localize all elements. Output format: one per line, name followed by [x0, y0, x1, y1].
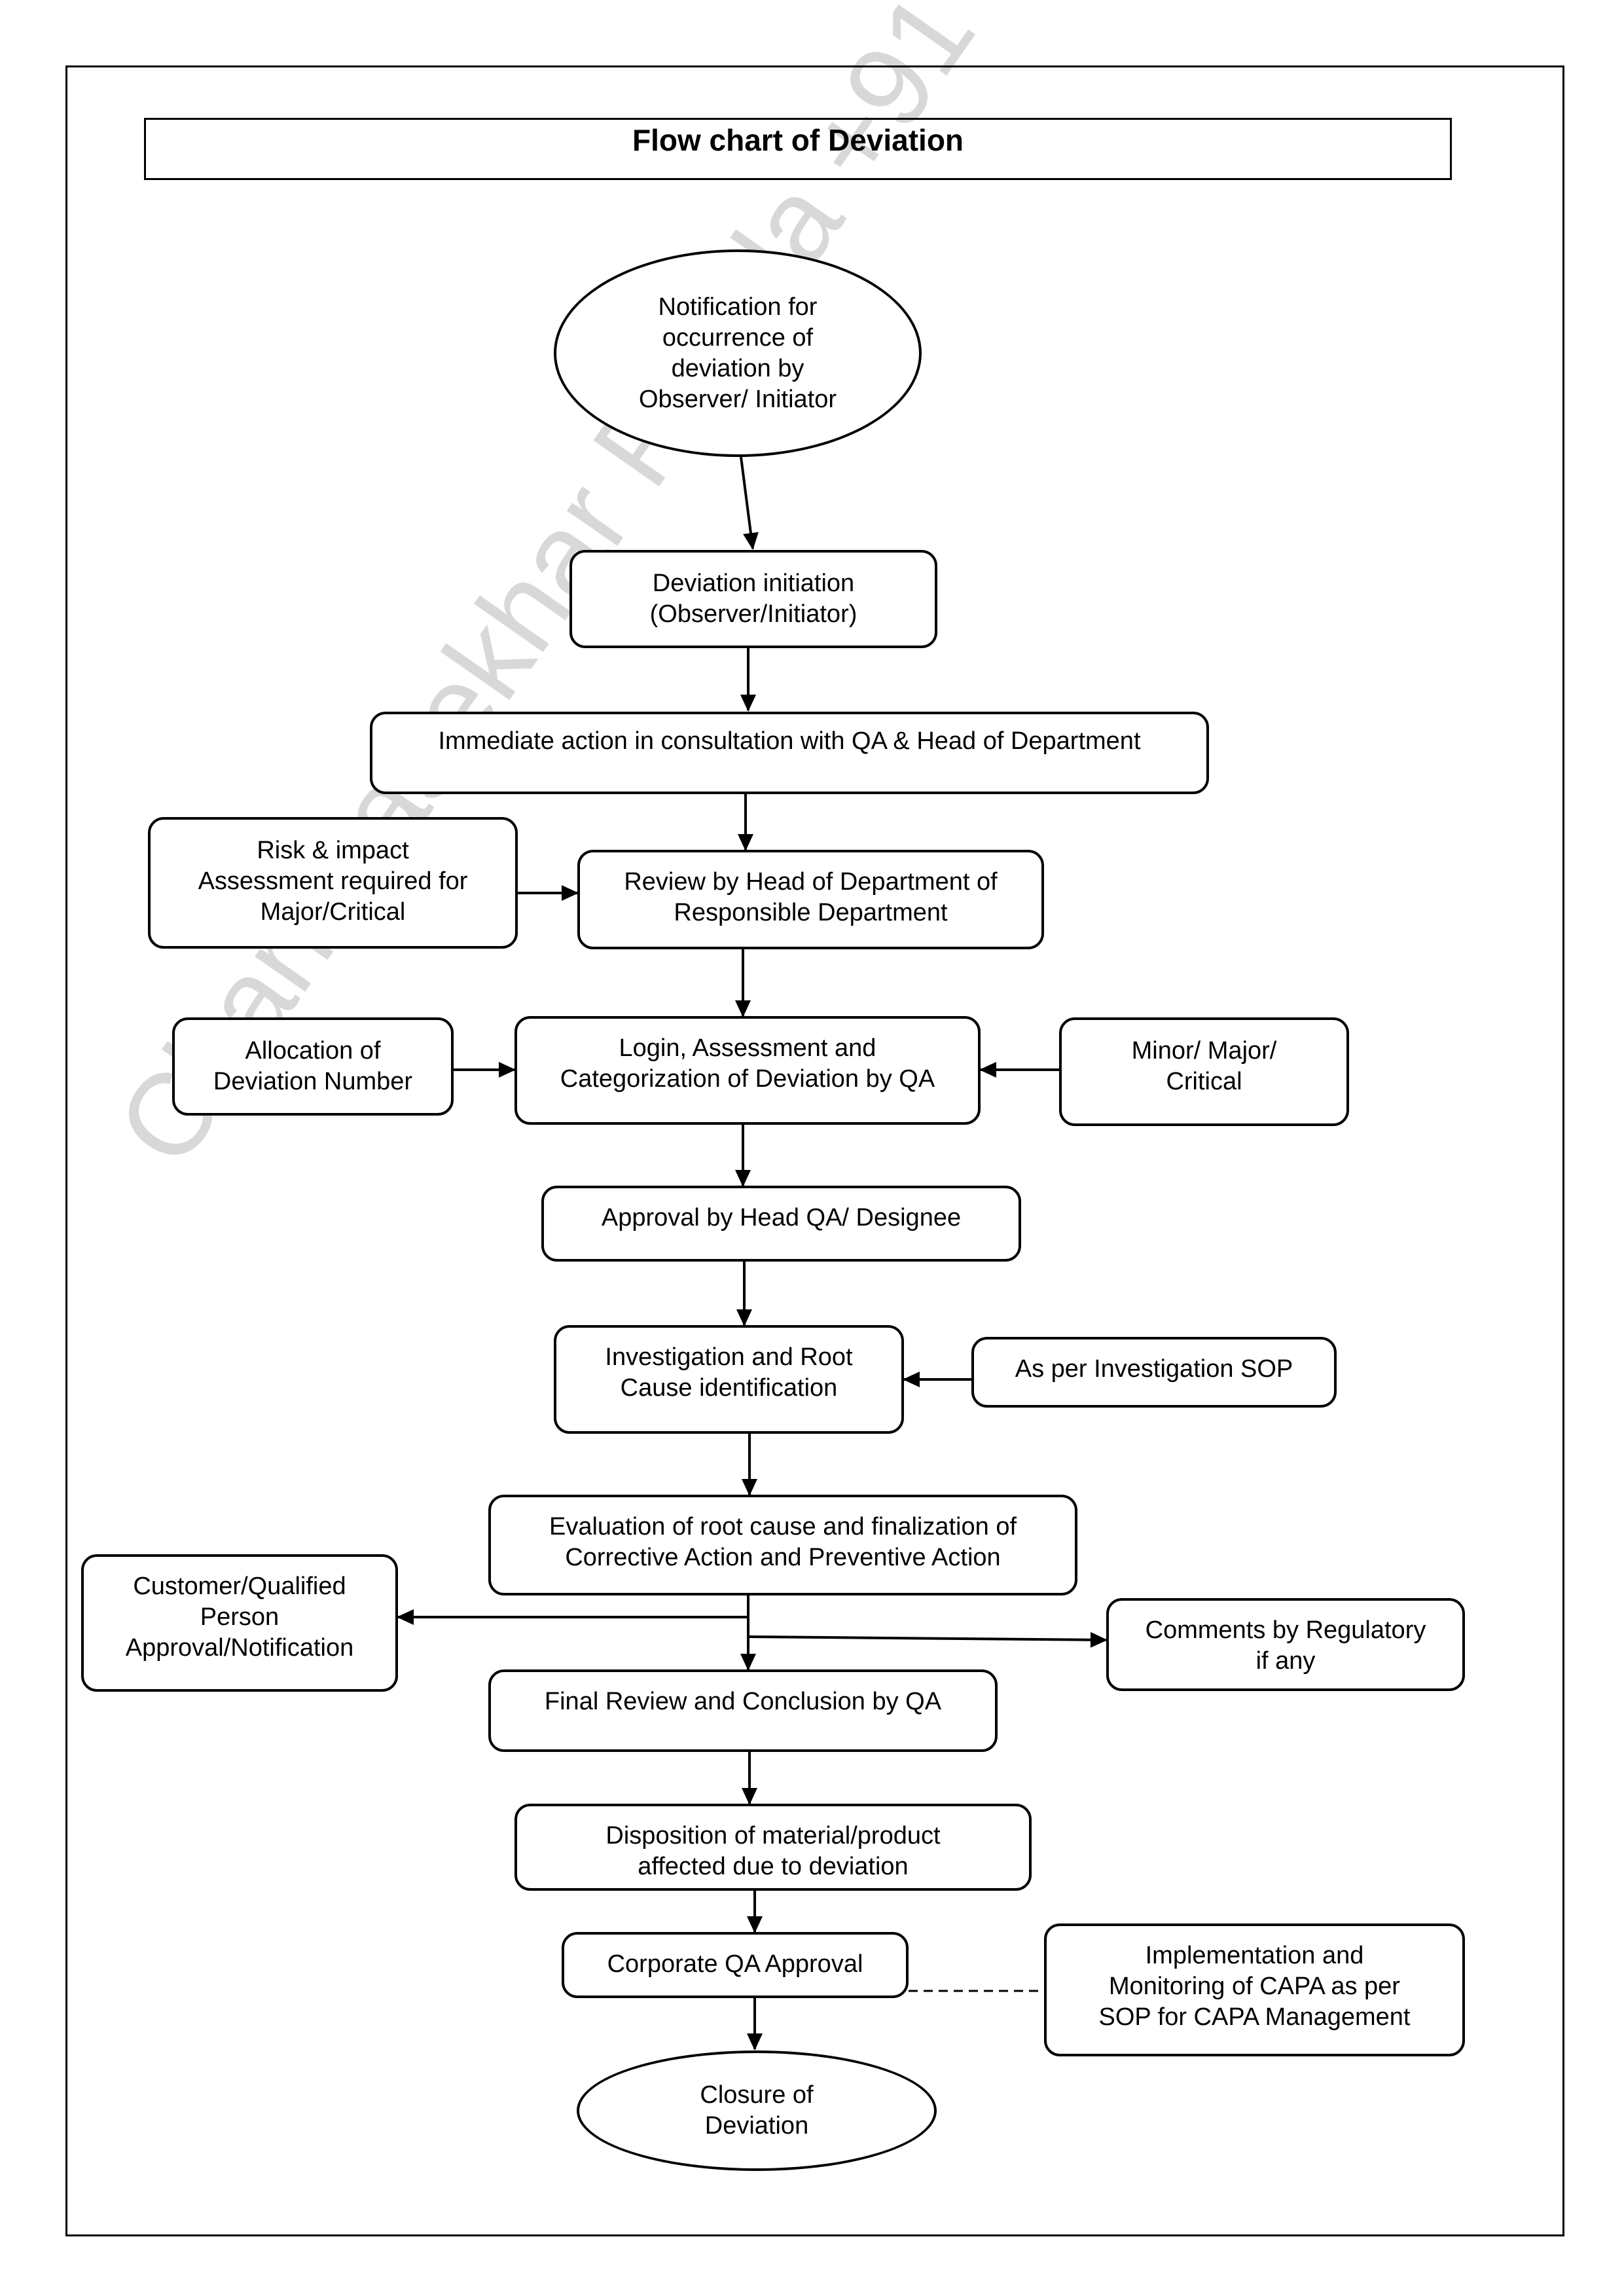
arrow-branch-to-regulatory [748, 1631, 1108, 1648]
node-final-review: Final Review and Conclusion by QA [488, 1669, 998, 1752]
node-notification: Notification for occurrence of deviation… [554, 249, 922, 457]
page-title: Flow chart of Deviation [632, 123, 964, 157]
node-investigation-sop: As per Investigation SOP [971, 1337, 1337, 1408]
node-capa-monitoring: Implementation and Monitoring of CAPA as… [1044, 1923, 1465, 2056]
node-deviation-initiation: Deviation initiation (Observer/Initiator… [569, 550, 937, 648]
title-box: Flow chart of Deviation [144, 118, 1452, 180]
node-regulatory-comments: Comments by Regulatory if any [1106, 1598, 1465, 1691]
node-evaluation: Evaluation of root cause and finalizatio… [488, 1495, 1077, 1595]
node-investigation: Investigation and Root Cause identificat… [554, 1325, 904, 1434]
node-allocation: Allocation of Deviation Number [172, 1017, 454, 1116]
node-customer-approval: Customer/Qualified Person Approval/Notif… [81, 1554, 398, 1692]
node-categories: Minor/ Major/ Critical [1059, 1017, 1349, 1126]
node-risk-assessment: Risk & impact Assessment required for Ma… [148, 817, 518, 949]
node-closure: Closure of Deviation [577, 2050, 937, 2171]
node-disposition: Disposition of material/product affected… [514, 1804, 1032, 1891]
arrow-notification-to-initiation [740, 456, 759, 550]
node-head-qa-approval: Approval by Head QA/ Designee [541, 1186, 1021, 1262]
node-hod-review: Review by Head of Department of Responsi… [577, 850, 1044, 949]
node-login-assessment: Login, Assessment and Categorization of … [514, 1016, 981, 1125]
page-border [65, 65, 1564, 2236]
node-immediate-action: Immediate action in consultation with QA… [370, 712, 1209, 794]
node-corporate-qa: Corporate QA Approval [562, 1932, 909, 1998]
